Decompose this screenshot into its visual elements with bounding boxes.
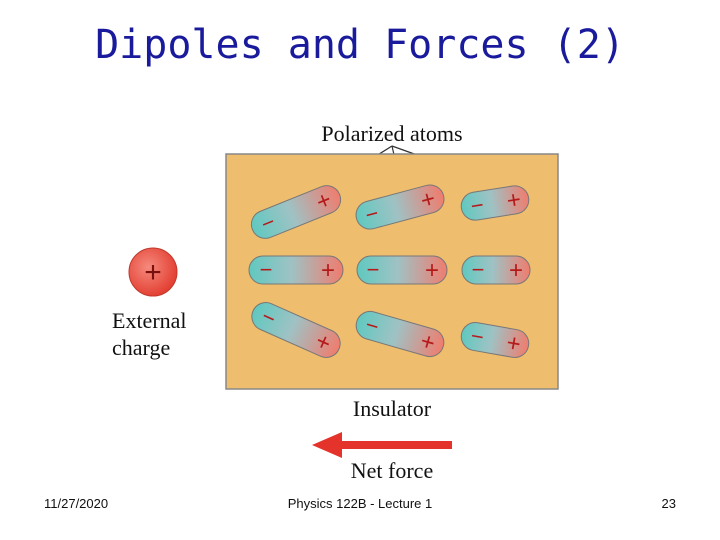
net-force-arrow [312,432,452,458]
dipole-row-2-middle: − + [356,255,448,285]
dipole-row-1-left: − + [250,185,342,239]
polarized-atoms-label: Polarized atoms [321,121,462,146]
net-force-label: Net force [351,458,433,483]
dipole-row-3-right: − + [460,322,530,358]
positive-sign: + [505,186,523,215]
slide-title: Dipoles and Forces (2) [95,22,625,68]
dipole-row-1-middle: − + [355,184,445,230]
external-label-line1: External [112,308,187,333]
negative-sign: − [362,200,381,227]
positive-sign: + [321,257,335,284]
negative-sign: − [367,257,380,282]
positive-sign: + [504,329,522,358]
positive-sign: + [509,257,523,284]
negative-sign: − [469,192,486,219]
dipole-row-1-right: − + [460,185,530,221]
dipole-row-3-middle: − + [355,310,445,357]
footer-course: Physics 122B - Lecture 1 [287,496,433,511]
external-label-line2: charge [112,335,170,360]
insulator-label: Insulator [353,396,432,421]
external-charge-plus: + [144,256,162,289]
dipole-row-2-right: − + [461,255,531,285]
footer-page-number: 23 [661,496,676,511]
positive-sign: + [418,185,439,215]
footer-date: 11/27/2020 [44,496,109,511]
dipole-row-3-left: − + [251,302,341,358]
negative-sign: − [472,257,485,282]
external-charge: + [128,247,178,297]
negative-sign: − [260,257,273,282]
positive-sign: + [425,257,439,284]
negative-sign: − [469,323,486,350]
dipole-row-2-left: − + [248,255,344,285]
